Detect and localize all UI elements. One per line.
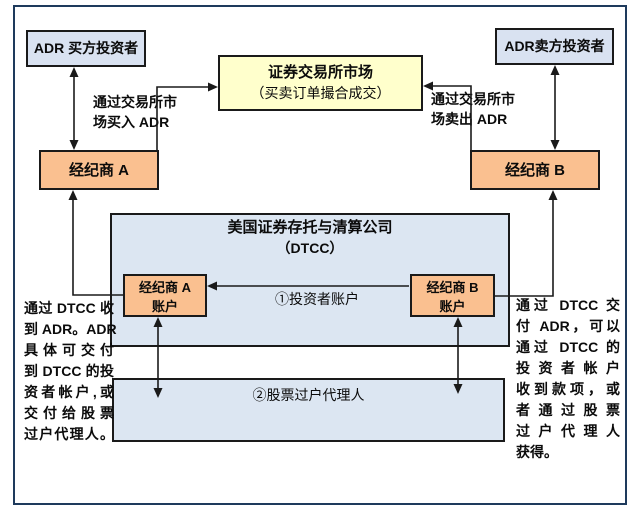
broker-a-account-line1: 经纪商 A [138,280,191,295]
exchange-title: 证券交易所市场 [267,64,373,81]
note-right-line: 投资者帐户 [516,360,620,376]
diagram-frame [13,5,627,505]
sell-label-line2: 场卖出 ADR [431,111,508,127]
investor-account-label: ①投资者账户 [275,291,359,307]
broker-b-account-line1: 经纪商 B [426,280,479,295]
note-right-line: 通过 DTCC 交 [516,297,620,313]
dtcc-subtitle: （DTCC） [276,240,344,256]
broker-b-box: 经纪商 B [470,150,600,190]
note-left: 通过 DTCC 收 到 ADR。ADR 具体可交付 到 DTCC 的投 资者帐户… [24,298,117,445]
note-left-line: 通过 DTCC 收 [24,300,114,316]
sell-label-line1: 通过交易所市 [431,91,515,107]
broker-a-account-line2: 账户 [151,299,178,314]
transfer-agent-box: ②股票过户代理人 [112,378,505,442]
broker-b-account-line2: 账户 [439,299,466,314]
note-left-line: 过户代理人。 [24,426,114,442]
note-right: 通过 DTCC 交 付 ADR，可以 通过 DTCC 的 投资者帐户 收到款项，… [516,295,620,463]
buy-label-line2: 场买入 ADR [93,114,170,130]
adr-seller-label: ADR卖方投资者 [504,38,605,54]
adr-seller-box: ADR卖方投资者 [495,28,614,65]
exchange-subtitle: （买卖订单撮合成交） [250,85,391,101]
transfer-agent-label: ②股票过户代理人 [252,387,365,403]
note-right-line: 收到款项，或 [516,381,620,397]
note-right-line: 获得。 [516,444,558,460]
broker-a-account-box: 经纪商 A 账户 [123,274,207,317]
buy-via-exchange-label: 通过交易所市 场买入 ADR [93,92,177,132]
note-right-line: 者通过股票 [516,402,620,418]
note-right-line: 付 ADR，可以 [516,318,620,334]
sell-via-exchange-label: 通过交易所市 场卖出 ADR [431,89,515,129]
broker-a-box: 经纪商 A [39,150,159,190]
note-left-line: 交付给股票 [24,405,114,421]
adr-buyer-box: ADR 买方投资者 [26,30,146,67]
note-left-line: 资者帐户,或 [24,384,114,400]
note-right-line: 通过 DTCC 的 [516,339,620,355]
note-left-line: 到 ADR。ADR [24,321,117,337]
exchange-market-box: 证券交易所市场 （买卖订单撮合成交） [218,55,423,111]
note-left-line: 具体可交付 [24,342,114,358]
adr-buyer-label: ADR 买方投资者 [33,40,139,56]
note-right-line: 过户代理人 [516,423,620,439]
note-left-line: 到 DTCC 的投 [24,363,114,379]
broker-b-label: 经纪商 B [504,161,565,179]
broker-b-account-box: 经纪商 B 账户 [410,274,495,317]
broker-a-label: 经纪商 A [68,161,129,179]
buy-label-line1: 通过交易所市 [93,94,177,110]
dtcc-title: 美国证券存托与清算公司 [227,219,393,236]
